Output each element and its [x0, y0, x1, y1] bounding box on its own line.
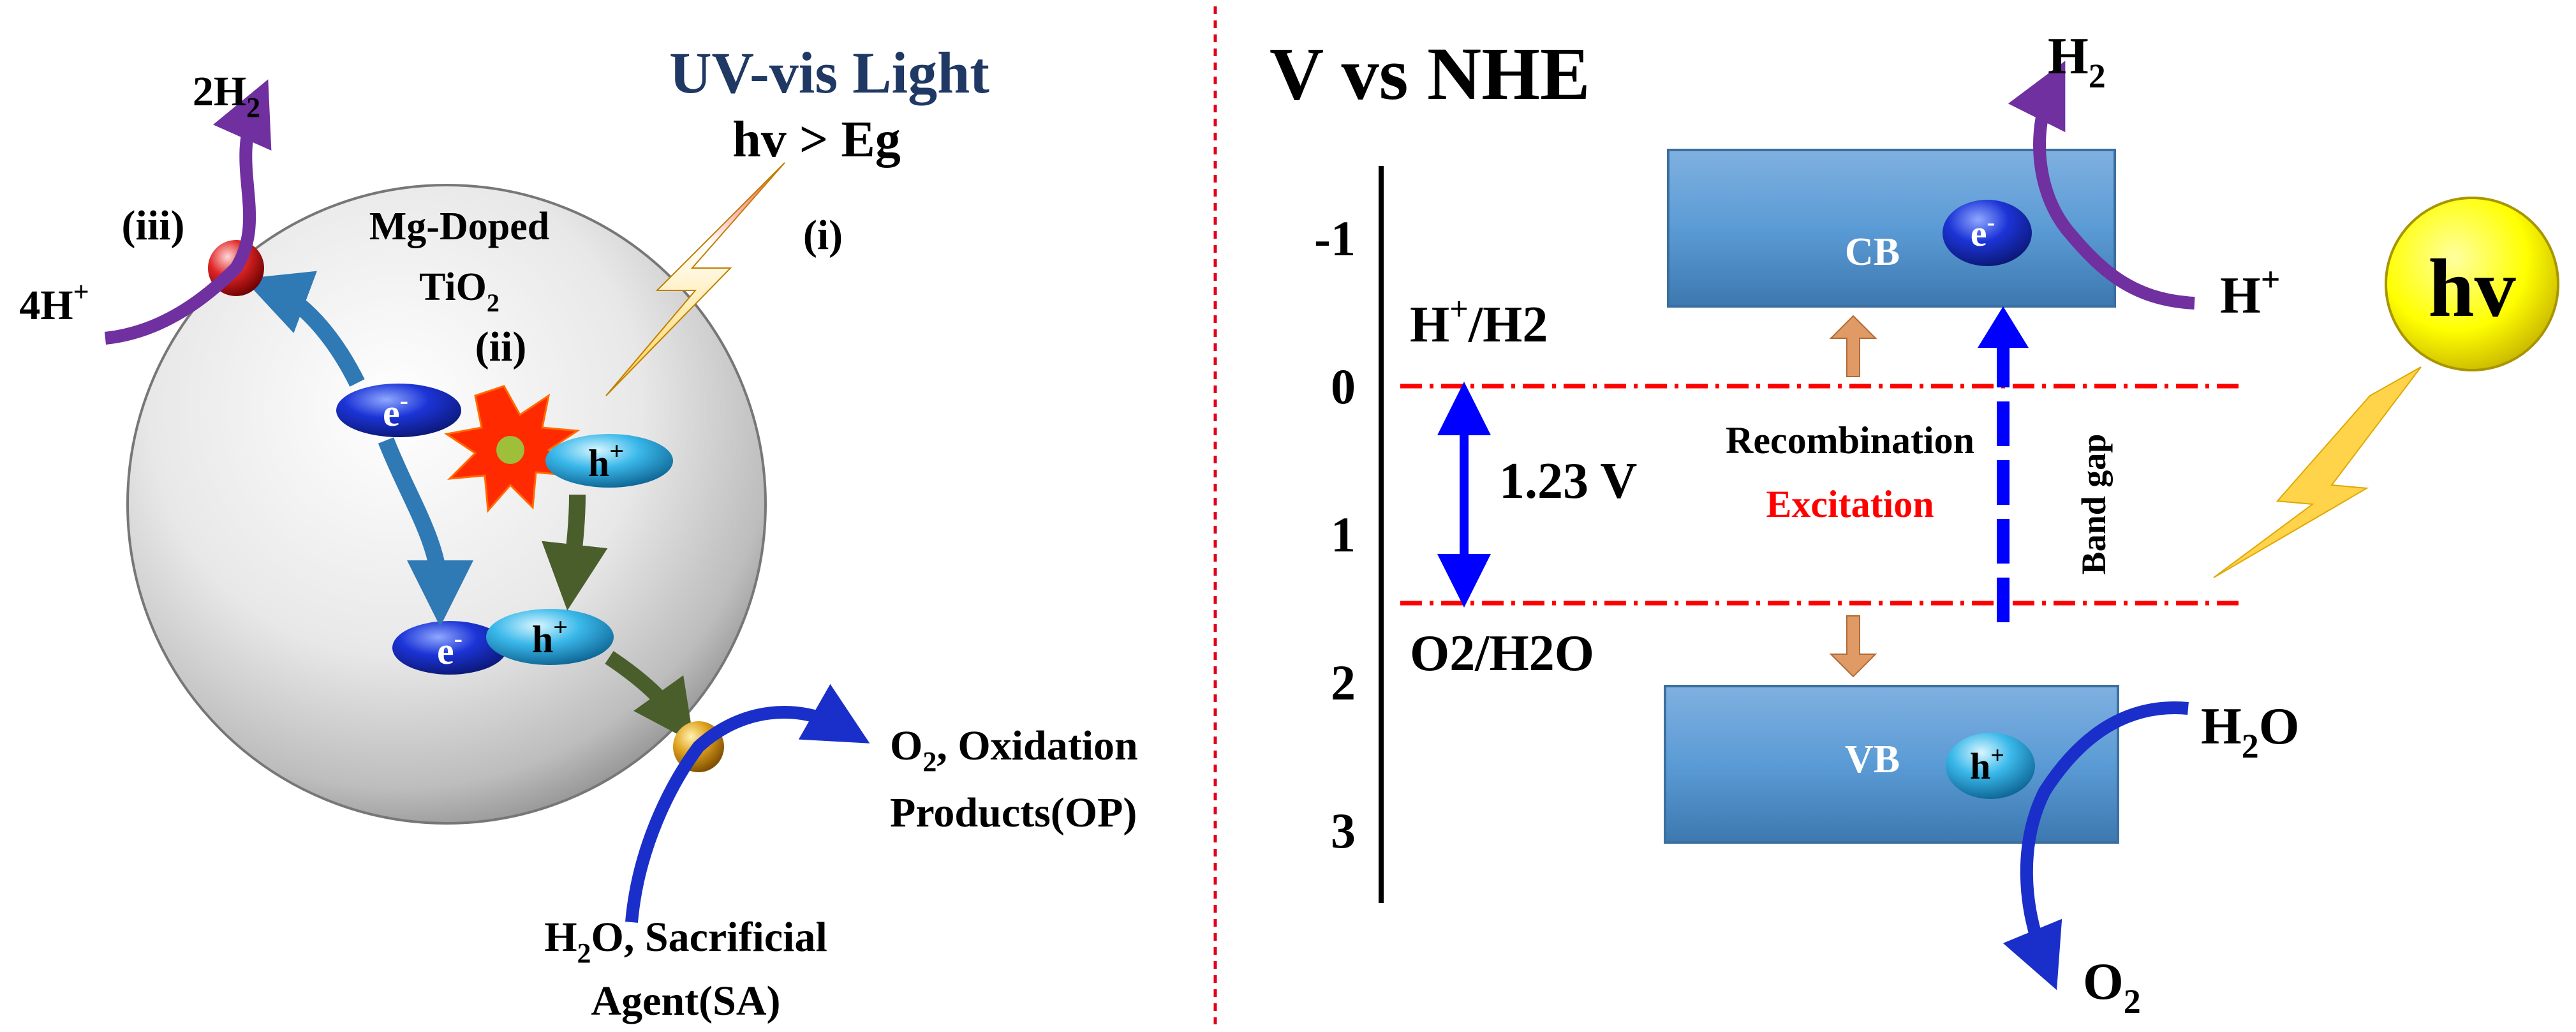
light-bolt-right-icon	[2213, 366, 2422, 578]
vb-label: VB	[1845, 738, 1900, 781]
excitation-center-icon	[496, 436, 524, 464]
step-i-label: (i)	[803, 212, 843, 258]
axis-tick-label: 2	[1331, 655, 1356, 710]
recombination-up-arrow	[1829, 315, 1877, 377]
electron-lower-label: e-	[437, 624, 463, 672]
electron-relax-arrow	[378, 437, 473, 627]
hole-upper	[545, 434, 673, 488]
vb-hole	[1946, 733, 2035, 799]
oxidation-products-line2: Products(OP)	[890, 789, 1137, 836]
hole-lower	[486, 609, 614, 665]
axis-tick-label: -1	[1314, 211, 1356, 266]
hv-badge	[2385, 197, 2559, 371]
cb-label: CB	[1845, 230, 1900, 274]
o2-h2o-label: O2/H2O	[1410, 625, 1594, 682]
cb-electron-label: e-	[1971, 209, 1995, 254]
light-bolt-icon	[605, 162, 785, 396]
hole-upper-label: h+	[588, 437, 624, 484]
h-plus-h2-label: H+/H2	[1410, 291, 1548, 353]
sacrificial-agent-line2: Agent(SA)	[591, 978, 781, 1024]
cb-h2-arrow	[2008, 61, 2195, 310]
axis-tick-label: 0	[1331, 359, 1356, 414]
light-title: UV-vis Light	[669, 40, 989, 105]
h-plus-label: H+	[2220, 260, 2281, 324]
vb-hole-label: h+	[1970, 742, 2004, 787]
electron-upper	[336, 384, 461, 437]
h2-evolution-arrow	[104, 79, 272, 345]
electron-upper-label: e-	[383, 386, 408, 434]
catalyst-label-line1: Mg-Doped	[369, 205, 549, 248]
vb-o2-arrow	[2002, 701, 2189, 991]
h2-product-label: 2H2	[193, 68, 260, 123]
step-ii-label: (ii)	[475, 324, 527, 370]
hole-lower-label: h+	[532, 613, 568, 661]
axis-title: V vs NHE	[1269, 32, 1590, 116]
axis-tick-labels: -1 0 1 2 3	[1314, 211, 1356, 858]
catalyst-label-line2: TiO2	[419, 265, 500, 317]
axis-tick-label: 1	[1331, 507, 1356, 562]
axis-tick-label: 3	[1331, 803, 1356, 858]
oxidation-arrow	[625, 684, 870, 923]
voltage-label: 1.23 V	[1499, 453, 1637, 509]
light-condition: hv > Eg	[732, 112, 900, 168]
excitation-label: Excitation	[1766, 483, 1934, 525]
hole-to-surface-arrow	[605, 651, 694, 744]
hv-badge-label: hv	[2428, 243, 2515, 334]
o2-label: O2	[2083, 952, 2141, 1021]
right-panel: V vs NHE -1 0 1 2 3 H+/H2 O2/H2O 1.23 V CB e…	[1269, 27, 2559, 1021]
recombination-down-arrow	[1829, 615, 1877, 678]
oxidation-products-line1: O2, Oxidation	[890, 722, 1138, 777]
electron-lower	[392, 621, 507, 675]
hole-relax-arrow	[542, 494, 608, 611]
electron-to-surface-arrow	[243, 271, 365, 387]
left-panel: UV-vis Light hv > Eg (i) (ii) (iii) Mg-D…	[19, 40, 1137, 1024]
valence-band-box	[1664, 685, 2119, 844]
proton-reactant-label: 4H+	[19, 276, 89, 329]
h2-label: H2	[2048, 27, 2106, 95]
band-gap-arrow-head-icon	[1978, 306, 2029, 348]
step-iii-label: (iii)	[122, 202, 185, 249]
h2o-label: H2O	[2201, 697, 2300, 765]
band-gap-label: Band gap	[2075, 434, 2113, 575]
recombination-label: Recombination	[1726, 419, 1974, 461]
cb-electron	[1943, 200, 2032, 266]
sacrificial-agent-line1: H2O, Sacrificial	[544, 914, 827, 969]
